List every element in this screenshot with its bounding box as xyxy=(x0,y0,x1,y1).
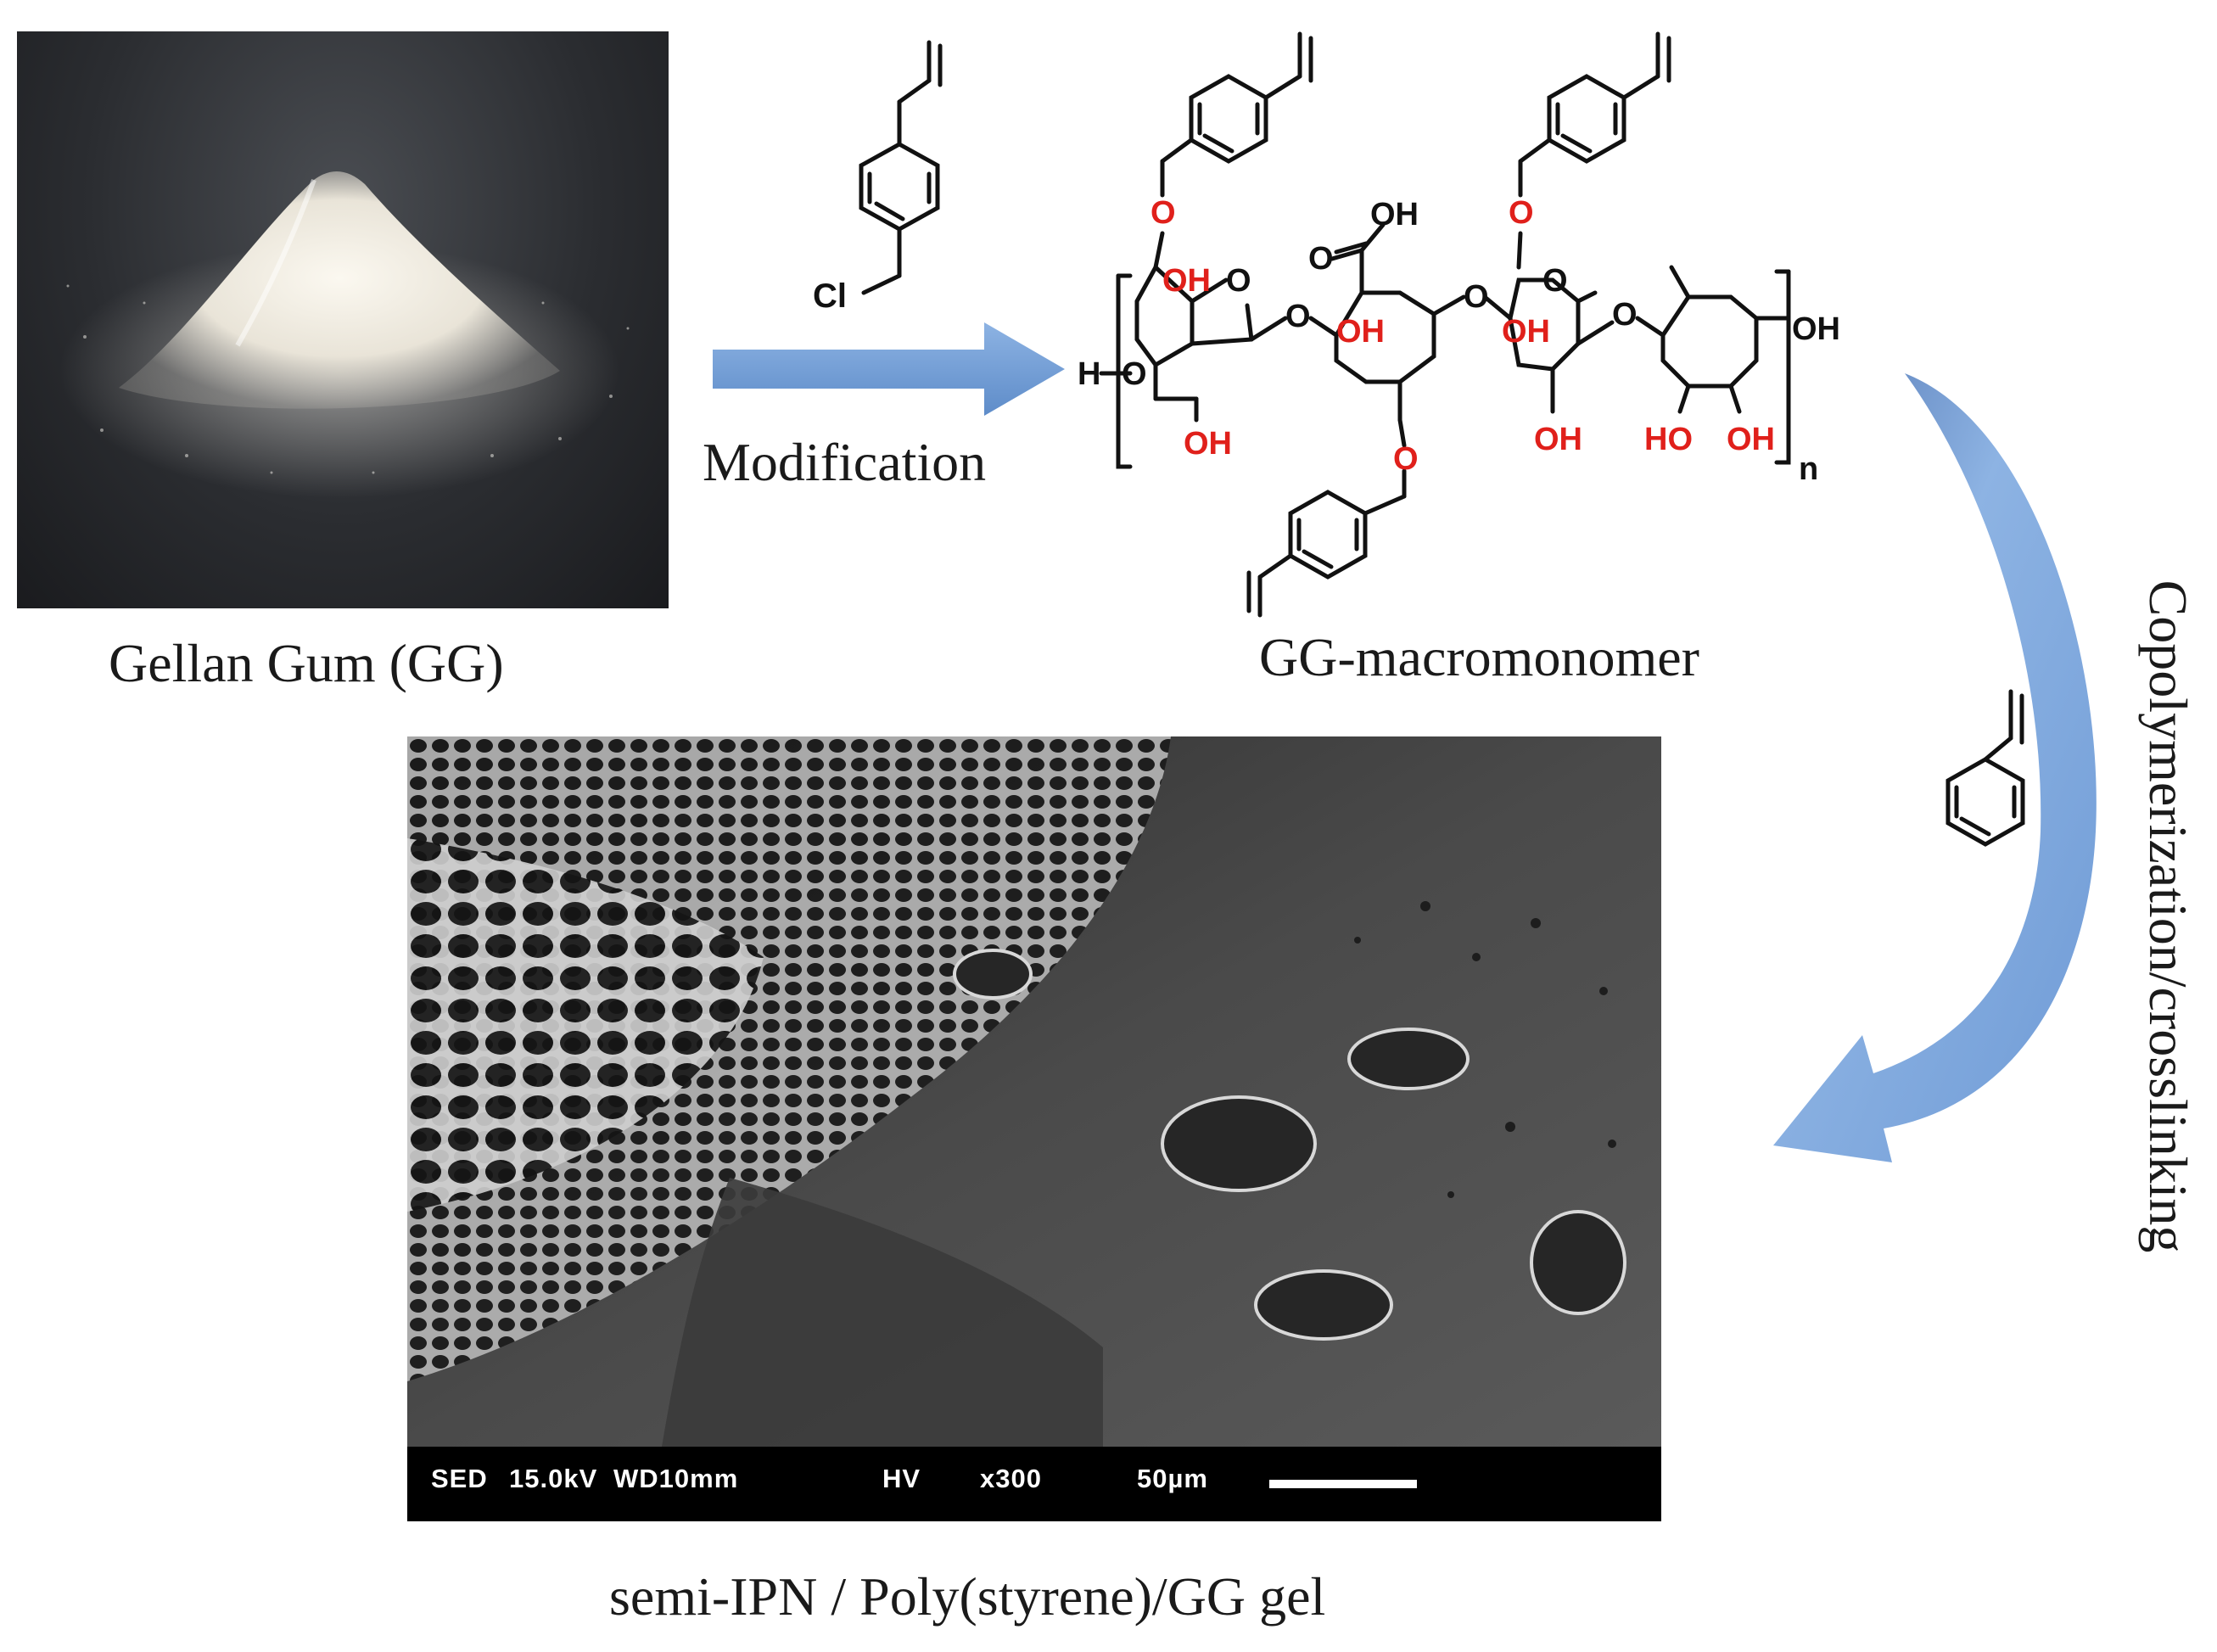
chlorine-label: Cl xyxy=(813,277,847,315)
macromonomer-caption: GG-macromonomer xyxy=(1259,627,1699,687)
repeat-n: n xyxy=(1799,451,1818,487)
sem-scale-label: 50µm xyxy=(1137,1464,1208,1493)
sem-databar: SED 15.0kV WD10mm HV x300 50µm xyxy=(407,1447,1661,1521)
sem-caption: semi-IPN / Poly(styrene)/GG gel xyxy=(609,1566,1326,1627)
carboxyl-oh: OH xyxy=(1370,197,1419,232)
sem-working-distance: WD10mm xyxy=(613,1464,739,1493)
oh-label-5: OH xyxy=(1534,422,1582,457)
link-o-1: O xyxy=(1285,299,1311,334)
link-o-2: O xyxy=(1464,279,1489,315)
oh-label-1: OH xyxy=(1162,263,1211,299)
modification-label: Modification xyxy=(703,432,987,492)
ho-label: HO xyxy=(1644,422,1693,457)
modification-arrow xyxy=(713,322,1065,416)
copolymerization-arrow xyxy=(1773,373,2097,1162)
sem-mode: HV xyxy=(882,1464,921,1493)
ring-o-3: O xyxy=(1542,263,1568,299)
h-terminal: H xyxy=(1078,356,1100,392)
photo-caption: Gellan Gum (GG) xyxy=(109,633,504,693)
ring-o-terminal: O xyxy=(1122,356,1147,392)
link-o-3: O xyxy=(1612,297,1638,333)
ether-o-left: O xyxy=(1150,195,1176,231)
ether-o-bottom: O xyxy=(1393,441,1419,477)
oh-label-3: OH xyxy=(1502,314,1550,350)
sem-detector: SED xyxy=(431,1464,488,1493)
oh-terminal: OH xyxy=(1792,311,1840,347)
oh-label-2: OH xyxy=(1336,314,1385,350)
sem-magnification: x300 xyxy=(980,1464,1042,1493)
sem-scale-bar xyxy=(1269,1480,1417,1488)
oh-label-4: OH xyxy=(1184,426,1232,462)
vinylbenzyl-chloride-structure: Cl xyxy=(813,40,943,315)
sem-voltage: 15.0kV xyxy=(509,1464,598,1493)
copolymerization-label: Copolymerization/crosslinking xyxy=(2138,580,2198,1253)
gg-macromonomer-structure: O O OH O O OH O OH O OH O O H O OH O OH … xyxy=(1078,31,1840,618)
gellan-gum-photo xyxy=(17,31,669,608)
sem-micrograph: SED 15.0kV WD10mm HV x300 50µm xyxy=(407,736,1661,1521)
ether-o-right: O xyxy=(1509,195,1534,231)
oh-label-6: OH xyxy=(1727,422,1775,457)
ring-o-1: O xyxy=(1226,263,1251,299)
carbonyl-o: O xyxy=(1308,241,1334,277)
styrene-structure xyxy=(1945,689,2025,847)
